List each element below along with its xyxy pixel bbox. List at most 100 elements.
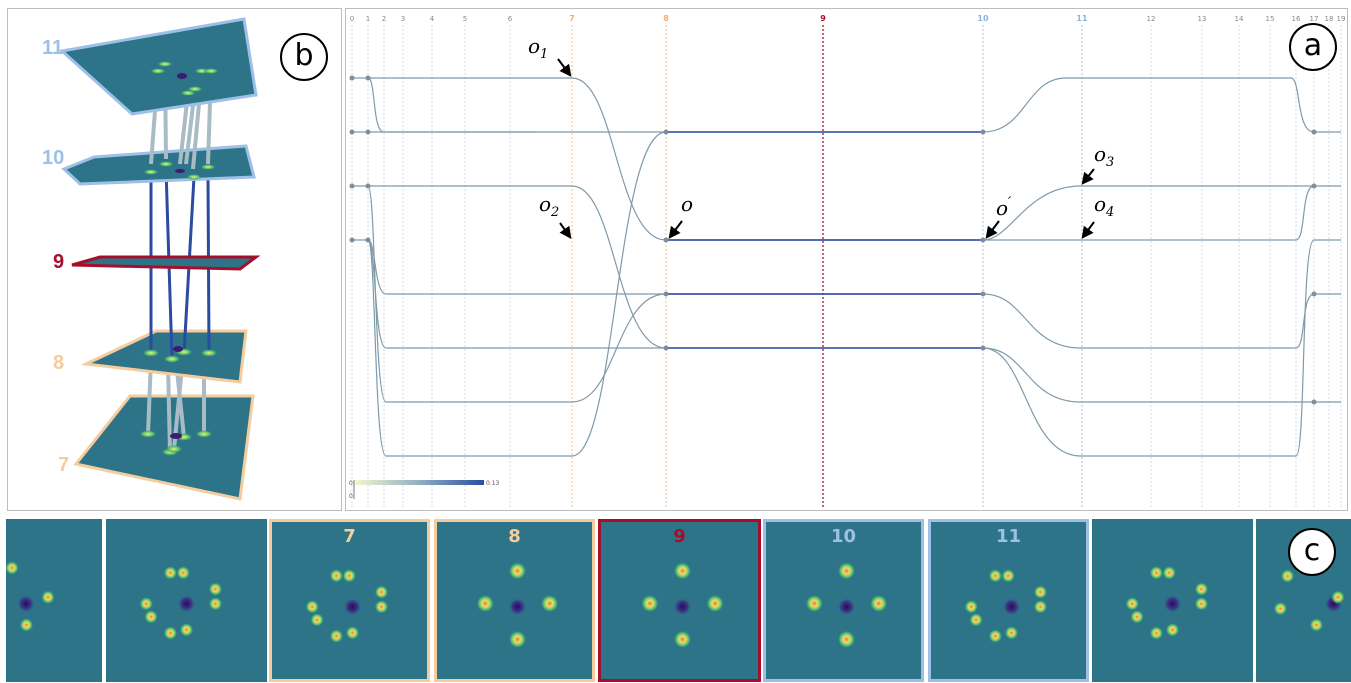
tick-label-9: 9 [820,14,826,23]
tick-label-11: 11 [1076,14,1088,23]
frame-heatmap [640,561,725,649]
frame-heatmap [305,568,389,644]
vortex-core [17,594,35,613]
critical-point-blob [1033,585,1048,600]
frame-2: 7 [269,519,430,682]
colorbar-max-label: 0.13 [486,480,500,487]
frame-heatmap [139,565,223,641]
critical-point-blob [374,585,389,600]
critical-point-blob [988,568,1003,583]
tick-label-17: 17 [1310,15,1319,23]
annotation-o2: o2 [539,192,572,239]
vortex-core [837,597,856,616]
critical-point-blob [305,599,320,614]
svg-text:o1: o1 [528,34,548,62]
vortex-core [1002,597,1021,616]
layer-8-blobs [142,346,218,363]
tick-label-13: 13 [1198,15,1207,23]
critical-point-blob [1149,626,1164,641]
critical-point-blob [540,594,559,613]
critical-point-blob [163,565,178,580]
tick-label-6: 6 [508,15,513,23]
critical-point-blob [208,596,223,611]
tick-label-4: 4 [430,15,435,23]
layer-plane-9 [71,255,261,271]
critical-point-blob [837,630,856,649]
colorbar-min-label: 0 [349,480,353,487]
track-curve [367,131,667,457]
vortex-core [1163,594,1182,613]
critical-point-blob [673,630,692,649]
track-highlight [666,131,983,349]
frame-time-label: 7 [343,526,356,547]
track-curve [352,77,536,133]
layer-plane-7 [73,394,255,501]
track-curves [352,77,1341,457]
annotation-o4: o4 [1081,192,1114,239]
annotations: o1 o2 o o′ o3 o4 [528,34,1114,239]
annotation-o1: o1 [528,34,572,77]
critical-point-blob [374,599,389,614]
critical-point-blob [1165,622,1180,637]
critical-point-blob [310,612,325,627]
frame-0 [6,519,102,682]
critical-point-blob [508,561,527,580]
critical-point-blob [6,560,19,575]
critical-point-blob [19,617,34,632]
vortex-core [673,597,692,616]
frame-time-label: 11 [995,526,1022,547]
track-curve [352,239,983,295]
critical-point-blob [329,568,344,583]
tick-label-2: 2 [382,15,386,23]
layer-stack-view [58,17,261,501]
tick-label-19: 19 [1337,15,1346,23]
critical-point-blob [1331,590,1345,605]
critical-point-blob [208,582,223,597]
tick-label-3: 3 [401,15,405,23]
colorbar-min-label-2: 0 [349,493,353,500]
panel-a-letter: a [1289,23,1337,71]
frame-3: 8 [434,519,595,682]
frame-time-label: 9 [673,526,686,547]
frame-heatmap [6,560,55,632]
track-curve [368,77,1341,241]
tick-label-12: 12 [1147,15,1156,23]
critical-point-blob [1001,568,1016,583]
svg-text:o4: o4 [1094,192,1114,220]
colorbar-legend: 0 0 0.13 [349,480,500,500]
vortex-core [508,597,527,616]
tick-label-5: 5 [463,15,467,23]
panel-b: 11 10 9 8 7 b [7,8,342,511]
tick-label-8: 8 [663,14,669,23]
time-grid [351,25,1342,507]
annotation-o: o [668,192,693,239]
critical-point-blob [969,612,984,627]
critical-point-blob [706,594,725,613]
critical-point-blob [41,590,55,605]
critical-point-blob [988,629,1003,644]
critical-point-blob [508,630,527,649]
critical-point-blob [342,568,357,583]
tick-label-18: 18 [1325,15,1334,23]
tick-label-0: 0 [350,15,354,23]
frame-5: 10 [763,519,924,682]
tick-label-15: 15 [1266,15,1275,23]
frame-4: 9 [598,519,761,682]
layer-7-blobs [139,430,213,456]
layer-label-9: 9 [53,251,65,273]
frame-heatmap [476,561,559,649]
track-curve [367,239,1341,457]
critical-point-blob [964,599,979,614]
svg-text:o′: o′ [996,195,1012,220]
track-curve [666,185,1315,241]
critical-point-blob [163,626,178,641]
critical-point-blob [1280,569,1295,584]
layer-label-7: 7 [58,454,70,476]
critical-point-blob [1125,596,1140,611]
frame-6: 11 [928,519,1089,682]
frame-heatmap [1125,565,1209,641]
tick-label-16: 16 [1292,15,1301,23]
panel-b-letter: b [280,33,328,81]
